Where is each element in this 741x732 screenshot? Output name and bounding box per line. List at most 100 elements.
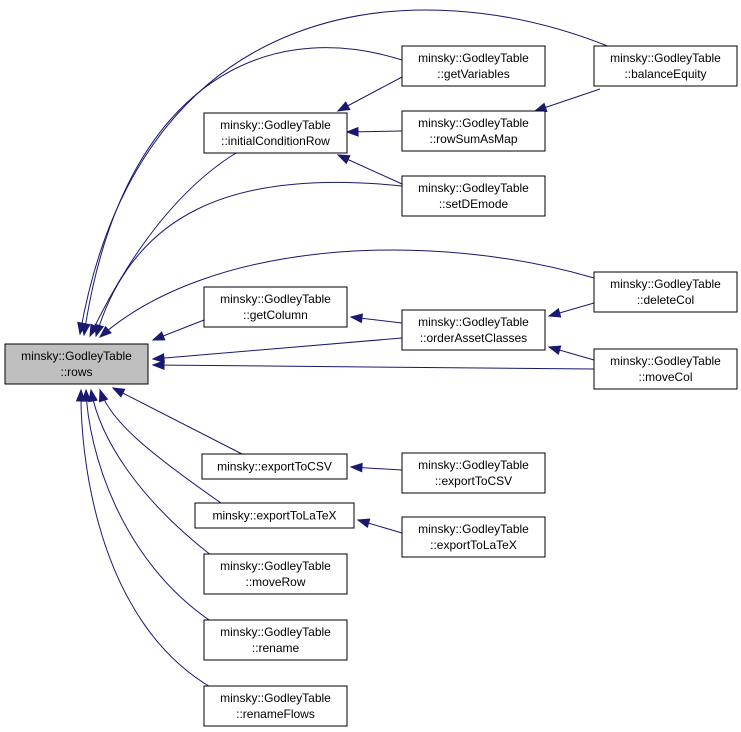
edge-setDEmode-to-initialConditionRow <box>336 154 403 185</box>
node-label-line1: minsky::GodleyTable <box>610 354 721 368</box>
arrowhead <box>349 462 363 473</box>
node-box <box>593 348 738 390</box>
node-label-line1: minsky::GodleyTable <box>610 51 721 65</box>
arrowhead <box>75 388 86 402</box>
edge-setDEmode-to-rows <box>94 181 403 338</box>
node-rows[interactable]: minsky::GodleyTable::rows <box>4 343 149 385</box>
arrowhead <box>336 101 351 112</box>
node-label-line2: ::exportToLaTeX <box>430 538 517 552</box>
node-label-line1: minsky::GodleyTable <box>418 522 529 536</box>
edge-moveRow-to-rows <box>88 388 213 557</box>
node-box <box>593 271 738 313</box>
edge-orderAssetClasses-to-getColumn <box>349 313 403 324</box>
node-label-line2: ::setDEmode <box>439 197 509 211</box>
edge-getVariables-to-initialConditionRow <box>336 76 403 112</box>
edge-line <box>112 387 243 455</box>
node-label-line1: minsky::GodleyTable <box>220 691 331 705</box>
edge-renameFlows-to-rows <box>75 388 213 689</box>
node-box <box>201 453 348 480</box>
edge-orderAssetClasses-to-rows <box>151 337 403 363</box>
node-box <box>4 343 149 385</box>
node-balanceEquity[interactable]: minsky::GodleyTable::balanceEquity <box>593 45 738 87</box>
arrowhead <box>151 353 165 363</box>
edge-line <box>85 389 213 623</box>
node-rowSumAsMap[interactable]: minsky::GodleyTable::rowSumAsMap <box>401 110 546 152</box>
node-label-line1: minsky::exportToCSV <box>217 460 332 474</box>
edge-line <box>152 337 403 360</box>
node-label-line2: ::initialConditionRow <box>221 134 330 148</box>
node-renameFlows[interactable]: minsky::GodleyTable::renameFlows <box>203 685 348 727</box>
arrowhead <box>151 331 166 341</box>
node-label-line1: minsky::exportToLaTeX <box>212 509 336 523</box>
node-box <box>203 619 348 661</box>
edge-line <box>95 181 403 337</box>
edge-line <box>99 389 222 504</box>
node-deleteCol[interactable]: minsky::GodleyTable::deleteCol <box>593 271 738 313</box>
node-moveRow[interactable]: minsky::GodleyTable::moveRow <box>203 553 348 595</box>
node-label-line2: ::rename <box>252 641 300 655</box>
node-label-line2: ::renameFlows <box>236 707 315 721</box>
node-label-line2: ::rows <box>60 365 92 379</box>
edge-deleteCol-to-orderAssetClasses <box>547 302 595 318</box>
node-label-line2: ::getVariables <box>437 67 510 81</box>
arrowhead <box>94 323 105 338</box>
node-label-line2: ::getColumn <box>243 308 308 322</box>
node-getColumn[interactable]: minsky::GodleyTable::getColumn <box>203 286 348 328</box>
edge-line <box>337 154 403 185</box>
edge-moveCol-to-orderAssetClasses <box>547 345 595 361</box>
node-label-line2: ::exportToCSV <box>435 474 512 488</box>
edge-getVariables-to-rows <box>80 47 403 337</box>
arrowhead <box>349 313 363 324</box>
edge-line <box>90 389 213 557</box>
node-label-line1: minsky::GodleyTable <box>220 118 331 132</box>
node-box <box>593 45 738 87</box>
node-exportToLaTeX_m[interactable]: minsky::GodleyTable::exportToLaTeX <box>401 516 546 558</box>
node-layer: minsky::GodleyTable::rowsminsky::GodleyT… <box>4 45 738 727</box>
arrowhead <box>336 154 351 165</box>
arrowhead <box>356 518 371 528</box>
node-label-line1: minsky::GodleyTable <box>610 277 721 291</box>
node-rename[interactable]: minsky::GodleyTable::rename <box>203 619 348 661</box>
node-setDEmode[interactable]: minsky::GodleyTable::setDEmode <box>401 175 546 217</box>
edge-exportToCSV_fn-to-rows <box>111 387 243 455</box>
node-box <box>203 553 348 595</box>
node-label-line1: minsky::GodleyTable <box>220 559 331 573</box>
arrowhead <box>533 102 548 113</box>
node-exportToCSV_m[interactable]: minsky::GodleyTable::exportToCSV <box>401 452 546 494</box>
arrowhead <box>98 325 112 338</box>
node-box <box>401 516 546 558</box>
edge-line <box>80 389 213 689</box>
node-box <box>203 685 348 727</box>
node-label-line1: minsky::GodleyTable <box>220 292 331 306</box>
node-orderAssetClasses[interactable]: minsky::GodleyTable::orderAssetClasses <box>401 309 546 351</box>
edge-line <box>83 47 403 336</box>
node-moveCol[interactable]: minsky::GodleyTable::moveCol <box>593 348 738 390</box>
node-initialConditionRow[interactable]: minsky::GodleyTable::initialConditionRow <box>203 112 348 154</box>
node-label-line1: minsky::GodleyTable <box>21 349 132 363</box>
arrowhead <box>88 388 98 403</box>
node-label-line1: minsky::GodleyTable <box>418 181 529 195</box>
node-label-line1: minsky::GodleyTable <box>418 116 529 130</box>
node-label-line1: minsky::GodleyTable <box>418 51 529 65</box>
edge-exportToCSV_m-to-exportToCSV_fn <box>349 462 403 473</box>
node-box <box>203 286 348 328</box>
arrowhead <box>111 387 126 398</box>
node-label-line2: ::moveCol <box>638 370 692 384</box>
node-label-line2: ::rowSumAsMap <box>429 132 517 146</box>
node-label-line2: ::deleteCol <box>637 293 694 307</box>
edge-line <box>337 76 403 112</box>
arrowhead <box>151 360 165 371</box>
edge-rowSumAsMap-to-initialConditionRow <box>345 126 403 137</box>
edge-exportToLaTeX_m-to-exportToLaTeX_fn <box>356 518 403 534</box>
node-exportToCSV_fn[interactable]: minsky::exportToCSV <box>201 453 348 480</box>
edge-getColumn-to-rows <box>151 319 205 341</box>
node-box <box>194 502 355 529</box>
node-getVariables[interactable]: minsky::GodleyTable::getVariables <box>401 45 546 87</box>
node-label-line2: ::moveRow <box>245 575 305 589</box>
node-exportToLaTeX_fn[interactable]: minsky::exportToLaTeX <box>194 502 355 529</box>
arrowhead <box>98 388 109 403</box>
node-box <box>203 112 348 154</box>
arrowhead <box>345 126 359 137</box>
node-box <box>401 45 546 87</box>
